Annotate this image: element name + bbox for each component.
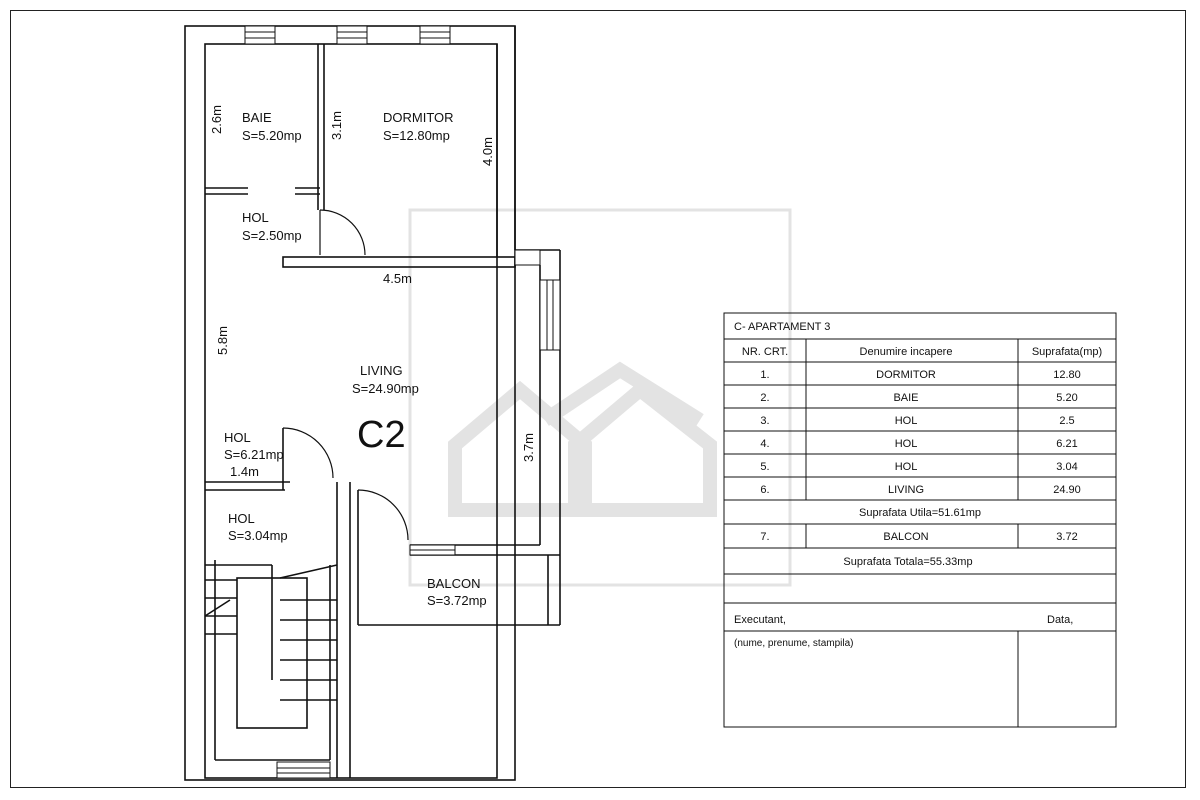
date-label: Data, [1047, 614, 1073, 626]
room-name-dormitor: DORMITOR [383, 110, 454, 125]
cell-area: 24.90 [1053, 484, 1081, 496]
cell-name: BALCON [883, 531, 928, 543]
room-area-baie: S=5.20mp [242, 128, 302, 143]
room-area-dormitor: S=12.80mp [383, 128, 450, 143]
cell-name: DORMITOR [876, 369, 936, 381]
cell-name: HOL [895, 415, 918, 427]
cell-area: 3.04 [1056, 461, 1077, 473]
cell-nr: 5. [760, 461, 769, 473]
room-name-balcon: BALCON [427, 576, 480, 591]
cell-area: 12.80 [1053, 369, 1081, 381]
cell-name: HOL [895, 461, 918, 473]
room-name-hol1: HOL [242, 210, 269, 225]
room-area-living: S=24.90mp [352, 381, 419, 396]
header-nr: NR. CRT. [742, 346, 788, 358]
cell-area: 6.21 [1056, 438, 1077, 450]
dim-dormitor-width: 3.1m [329, 111, 344, 140]
dim-baie-height: 2.6m [209, 105, 224, 134]
cell-nr: 6. [760, 484, 769, 496]
executant-label: Executant, [734, 614, 786, 626]
cell-nr: 3. [760, 415, 769, 427]
dim-living-width: 4.5m [383, 271, 412, 286]
cell-area: 3.72 [1056, 531, 1077, 543]
room-name-hol3: HOL [228, 511, 255, 526]
area-table [723, 312, 1117, 728]
room-name-baie: BAIE [242, 110, 272, 125]
room-name-living: LIVING [360, 363, 403, 378]
dim-dormitor-height: 4.0m [480, 137, 495, 166]
cell-nr: 2. [760, 392, 769, 404]
dim-living-depth: 3.7m [521, 433, 536, 462]
cell-name: BAIE [893, 392, 918, 404]
walls [184, 25, 561, 781]
cell-name: HOL [895, 438, 918, 450]
cell-nr: 4. [760, 438, 769, 450]
cell-nr: 7. [760, 531, 769, 543]
dim-living-height: 5.8m [215, 326, 230, 355]
room-name-hol2: HOL [224, 430, 251, 445]
header-area: Suprafata(mp) [1032, 346, 1102, 358]
doors [282, 209, 409, 541]
room-area-hol2: S=6.21mp [224, 447, 284, 462]
useful-total: Suprafata Utila=51.61mp [859, 507, 981, 519]
grand-total: Suprafata Totala=55.33mp [843, 556, 972, 568]
table-title: C- APARTAMENT 3 [734, 321, 830, 333]
dim-hol-width: 1.4m [230, 464, 259, 479]
room-area-hol3: S=3.04mp [228, 528, 288, 543]
watermark-logo [408, 208, 792, 587]
room-area-hol1: S=2.50mp [242, 228, 302, 243]
apartment-code: C2 [357, 414, 406, 456]
room-area-balcon: S=3.72mp [427, 593, 487, 608]
header-name: Denumire incapere [860, 346, 953, 358]
signature-hint: (nume, prenume, stampila) [734, 638, 854, 649]
cell-area: 5.20 [1056, 392, 1077, 404]
cell-name: LIVING [888, 484, 924, 496]
windows [244, 25, 561, 779]
drawing-frame [10, 10, 1186, 788]
cell-area: 2.5 [1059, 415, 1074, 427]
cell-nr: 1. [760, 369, 769, 381]
